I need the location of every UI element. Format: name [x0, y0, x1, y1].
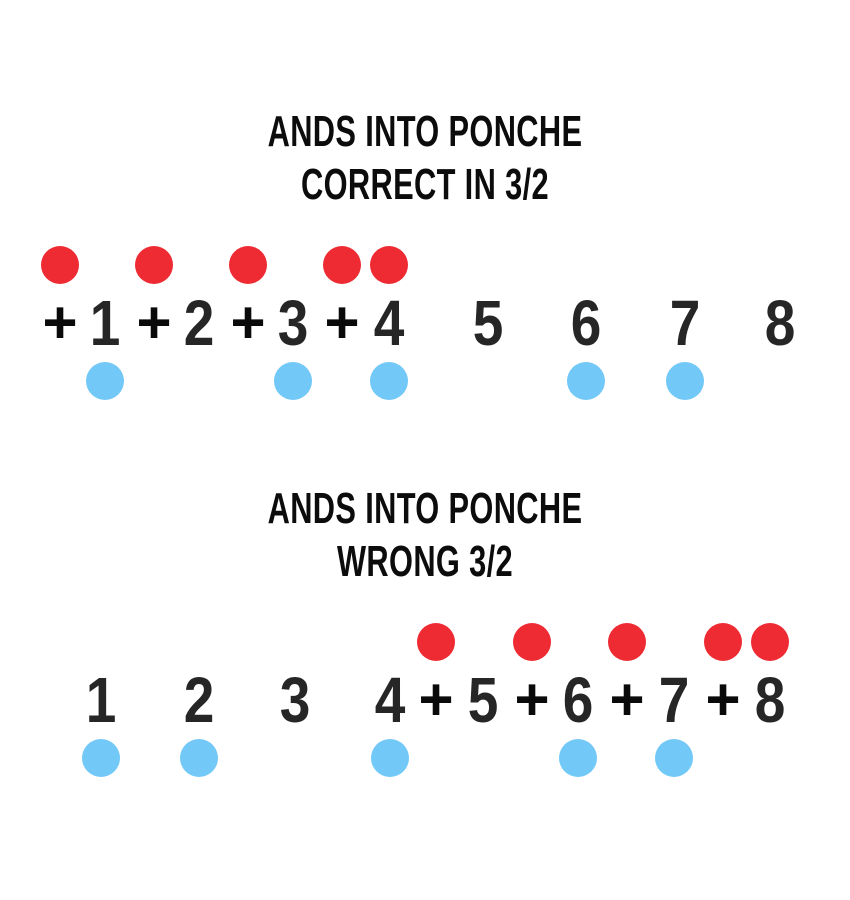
blue-dot-marker — [655, 739, 693, 778]
slot-wrong-4-3: 4 — [366, 621, 414, 796]
slot-correct-+-4: + — [224, 244, 272, 419]
slot-correct-5-8: 5 — [464, 244, 512, 419]
beat-number: 4 — [374, 664, 406, 737]
plus-operator: + — [514, 666, 550, 734]
beat-number: 6 — [570, 287, 602, 360]
slot-wrong-5-5: 5 — [459, 621, 507, 796]
slot-correct-8-11: 8 — [756, 244, 804, 419]
slot-correct-+-2: + — [130, 244, 178, 419]
title-correct-line-2: CORRECT IN 3/2 — [301, 160, 549, 210]
beat-number: 3 — [279, 664, 311, 737]
beat-number: 1 — [85, 664, 117, 737]
blue-dot-marker — [274, 362, 312, 401]
red-dot-marker — [751, 623, 789, 662]
beat-number: 4 — [373, 287, 405, 360]
plus-operator: + — [705, 666, 741, 734]
blue-dot-marker — [371, 739, 409, 778]
title-wrong: ANDS INTO PONCHE WRONG 3/2 — [0, 484, 850, 587]
slot-wrong-3-2: 3 — [271, 621, 319, 796]
red-dot-marker — [323, 246, 361, 285]
section-correct: ANDS INTO PONCHE CORRECT IN 3/2 +1+2+3+4… — [0, 107, 850, 419]
red-dot-marker — [417, 623, 455, 662]
red-dot-marker — [513, 623, 551, 662]
blue-dot-marker — [666, 362, 704, 401]
slot-wrong-1-0: 1 — [77, 621, 125, 796]
plus-operator: + — [609, 666, 645, 734]
slot-wrong-8-11: 8 — [746, 621, 794, 796]
title-correct-line-1: ANDS INTO PONCHE — [267, 107, 583, 156]
plus-operator: + — [230, 289, 266, 357]
blue-dot-marker — [180, 739, 218, 778]
slot-wrong-+-8: + — [603, 621, 651, 796]
red-dot-marker — [608, 623, 646, 662]
beat-number: 5 — [472, 287, 504, 360]
red-dot-marker — [704, 623, 742, 662]
beat-number: 5 — [467, 664, 499, 737]
red-dot-marker — [41, 246, 79, 285]
slot-wrong-+-4: + — [412, 621, 460, 796]
slot-correct-7-10: 7 — [661, 244, 709, 419]
beat-number: 6 — [562, 664, 594, 737]
beat-number: 8 — [754, 664, 786, 737]
plus-operator: + — [136, 289, 172, 357]
slot-correct-1-1: 1 — [81, 244, 129, 419]
slot-wrong-6-7: 6 — [554, 621, 602, 796]
slot-wrong-7-9: 7 — [650, 621, 698, 796]
slot-correct-3-5: 3 — [269, 244, 317, 419]
title-wrong-line-1: ANDS INTO PONCHE — [267, 484, 583, 533]
plus-operator: + — [42, 289, 78, 357]
plus-operator: + — [324, 289, 360, 357]
red-dot-marker — [229, 246, 267, 285]
slot-correct-2-3: 2 — [175, 244, 223, 419]
slot-wrong-+-6: + — [508, 621, 556, 796]
slot-correct-+-0: + — [36, 244, 84, 419]
red-dot-marker — [135, 246, 173, 285]
beat-number: 2 — [183, 287, 215, 360]
blue-dot-marker — [370, 362, 408, 401]
beat-number: 2 — [183, 664, 215, 737]
blue-dot-marker — [86, 362, 124, 401]
slot-correct-4-7: 4 — [365, 244, 413, 419]
beat-number: 7 — [669, 287, 701, 360]
red-dot-marker — [370, 246, 408, 285]
beat-number: 1 — [89, 287, 121, 360]
beat-number: 3 — [277, 287, 309, 360]
blue-dot-marker — [567, 362, 605, 401]
blue-dot-marker — [559, 739, 597, 778]
title-wrong-line-2: WRONG 3/2 — [336, 537, 513, 587]
beat-number: 7 — [658, 664, 690, 737]
slot-correct-+-6: + — [318, 244, 366, 419]
blue-dot-marker — [82, 739, 120, 778]
slot-correct-6-9: 6 — [562, 244, 610, 419]
slot-wrong-2-1: 2 — [175, 621, 223, 796]
title-correct: ANDS INTO PONCHE CORRECT IN 3/2 — [0, 107, 850, 210]
plus-operator: + — [418, 666, 454, 734]
beat-number: 8 — [764, 287, 796, 360]
slot-wrong-+-10: + — [699, 621, 747, 796]
